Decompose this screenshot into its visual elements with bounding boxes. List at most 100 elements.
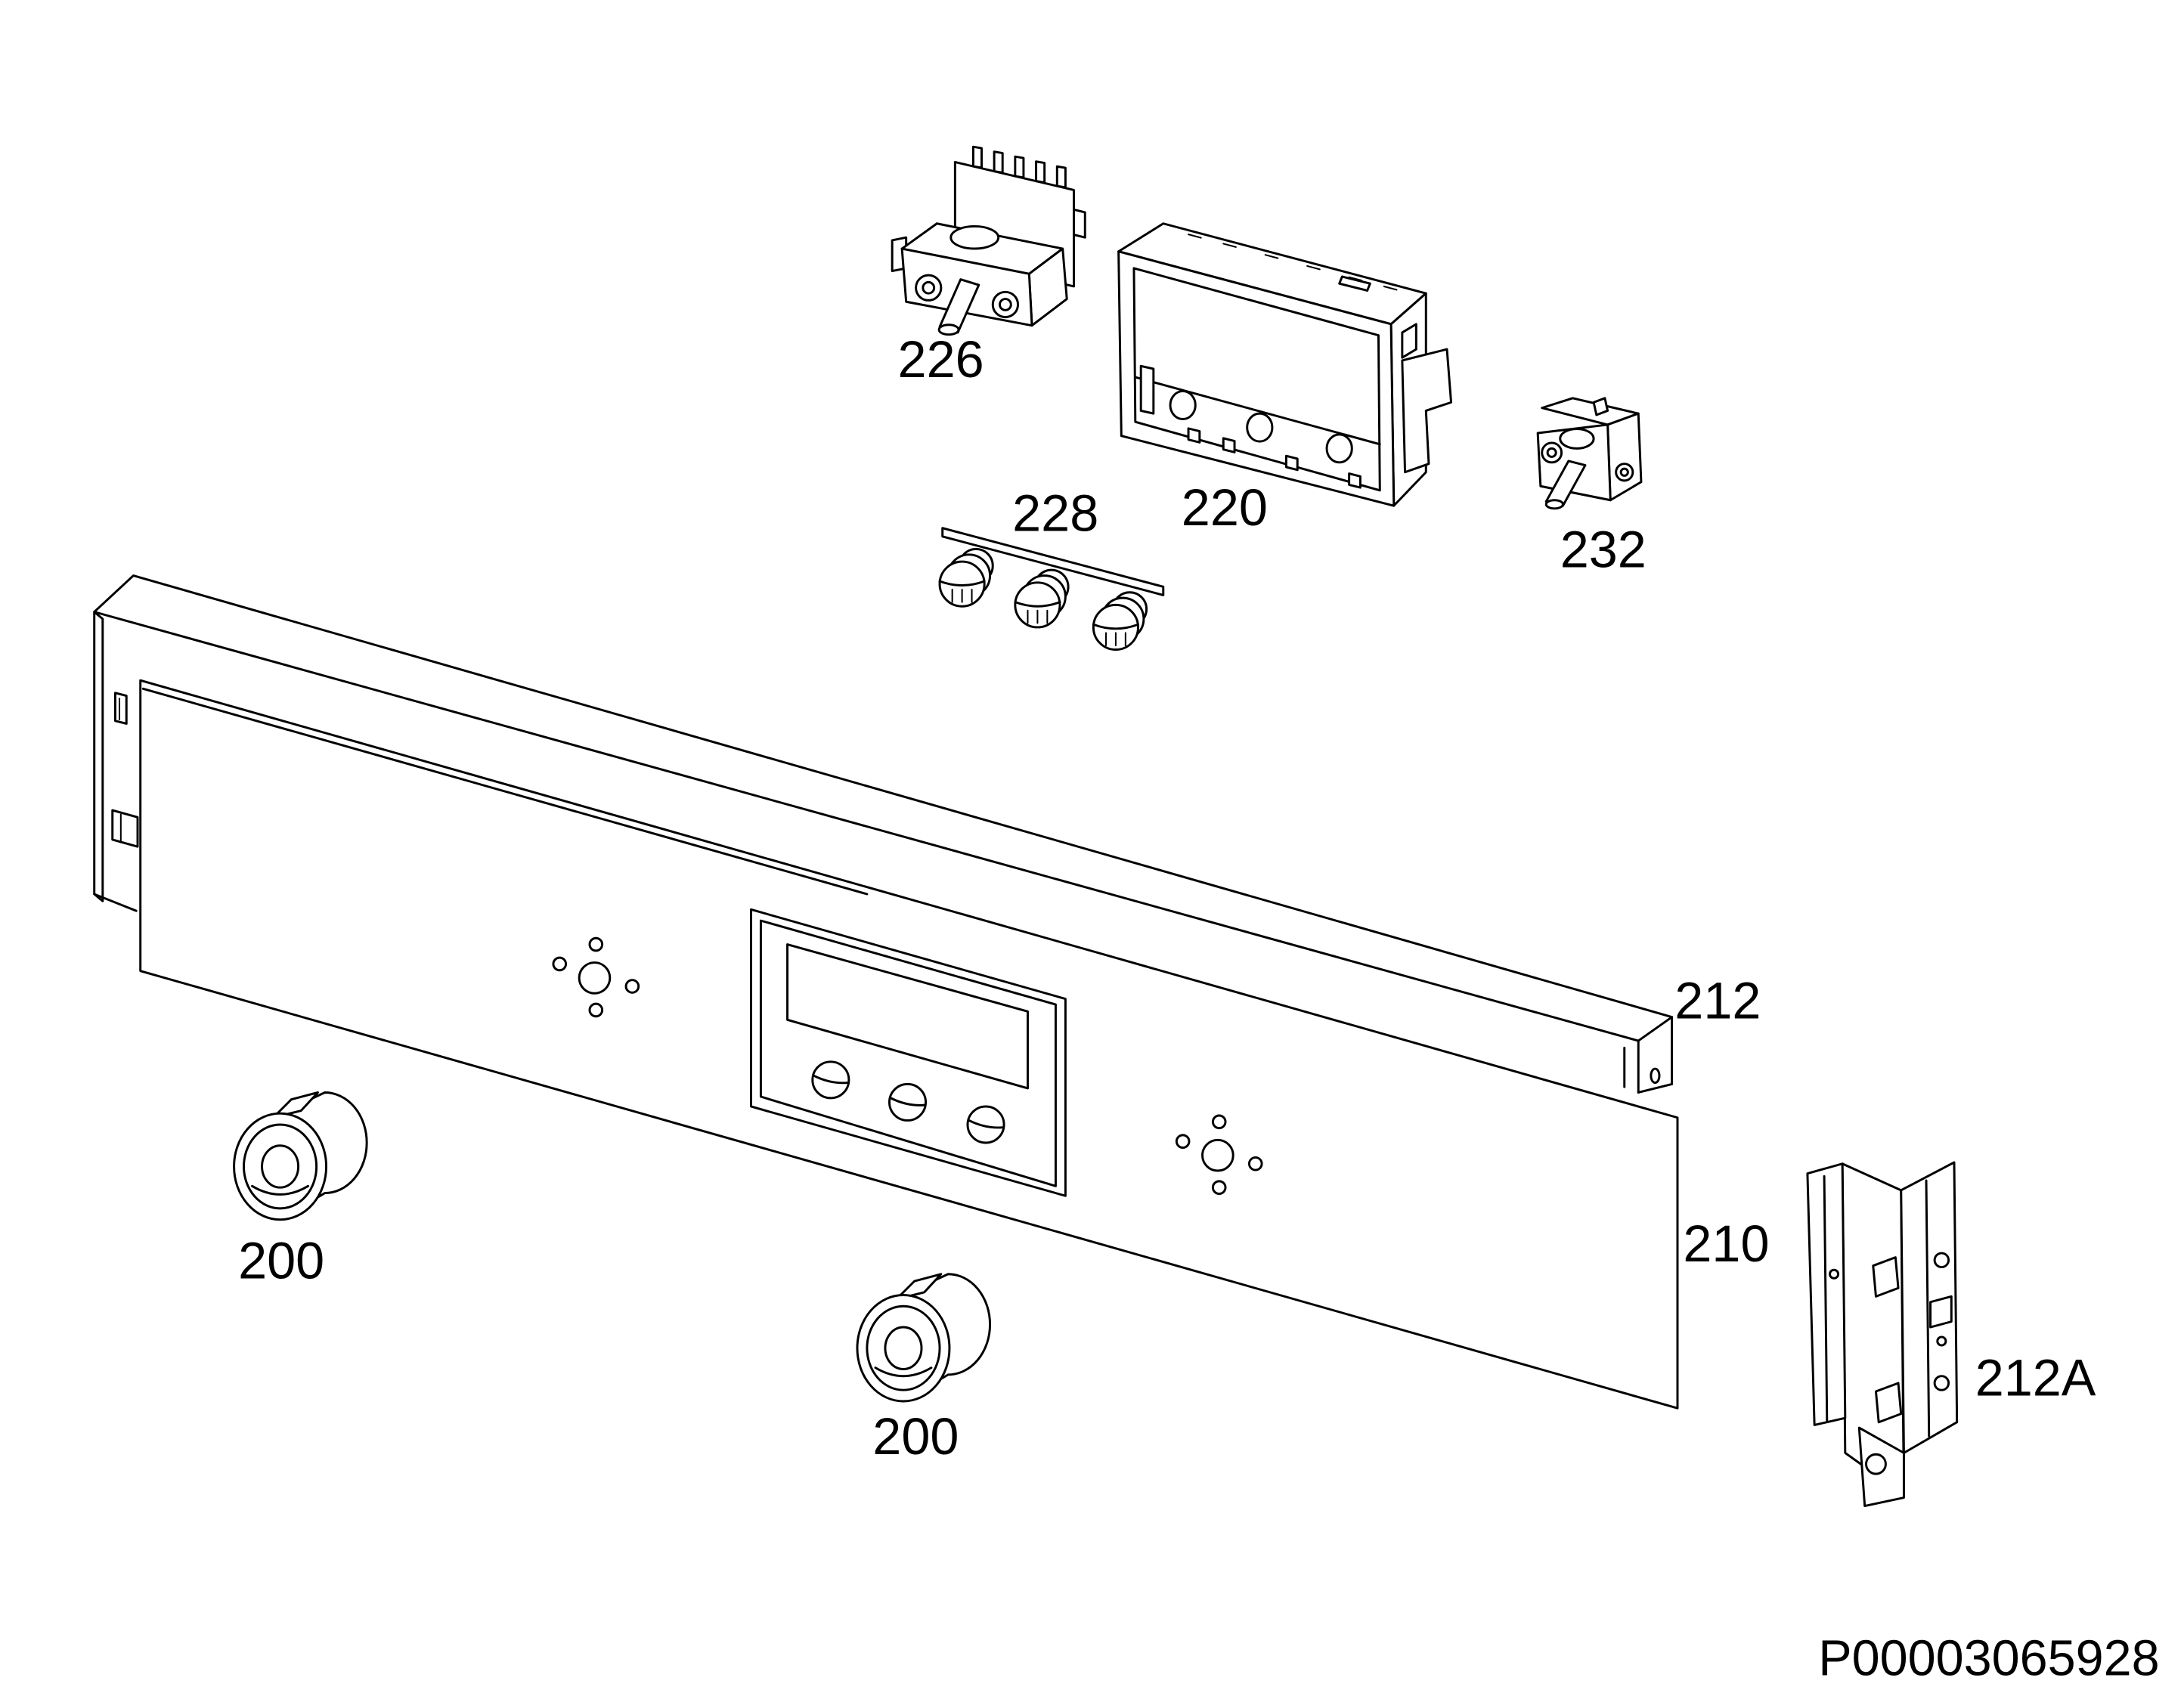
button-dome [1092, 603, 1139, 651]
trim-right-end-bottom [1637, 1082, 1674, 1094]
label-210: 210 [1683, 1215, 1769, 1273]
knob-shaft-hole [578, 961, 612, 995]
display-screen [786, 943, 1029, 1090]
document-code: P00003065928 [1818, 1630, 2159, 1686]
knob-200-center [856, 1273, 991, 1403]
knob-pin-hole [552, 956, 568, 972]
terminal-right-screw [1619, 467, 1629, 477]
housing-top-slot [1306, 265, 1321, 271]
button-dome-equator [1092, 623, 1139, 630]
display-button [966, 1105, 1005, 1144]
display-button [811, 1060, 850, 1100]
label-226: 226 [898, 331, 984, 388]
trim-left-end [93, 611, 104, 902]
bracket-hook-lower [1874, 1382, 1903, 1424]
housing-button-hole [1169, 390, 1197, 421]
bracket-left-hole [1828, 1268, 1840, 1280]
housing-button-hole [1246, 412, 1274, 443]
housing-bottom-tab [1284, 454, 1299, 472]
switch-shaft-end [1544, 499, 1564, 510]
bracket-square-hole [1929, 1295, 1953, 1329]
part-labels: 226 228 220 232 212 210 200 200 212A P00… [238, 331, 2160, 1686]
knob-face-shade [251, 1184, 310, 1196]
button-dome [1014, 581, 1061, 629]
housing-inner-slot [1139, 364, 1155, 415]
knob-hole-patterns [552, 936, 1263, 1195]
bracket-channel-fold [1925, 1179, 1931, 1438]
housing-top-slot [1264, 254, 1279, 259]
display-button-mark [813, 1074, 849, 1085]
trim-strip-212 [93, 574, 1674, 1094]
bracket-bottom-hole [1865, 1453, 1887, 1475]
knob-pointer-tab [271, 1091, 319, 1119]
pcb-pin [993, 150, 1004, 174]
housing-side-bracket [1401, 348, 1453, 474]
knob-pin-hole [1175, 1134, 1191, 1149]
knob-200-left [233, 1091, 368, 1221]
housing-side-clip [1401, 323, 1417, 359]
pcb-side-tab [1072, 208, 1086, 239]
trim-slot-upper [113, 692, 128, 725]
knob-pin-hole [1211, 1114, 1227, 1130]
switch-shaft-end [937, 323, 960, 336]
knob-shaft-hole [1201, 1138, 1235, 1172]
housing-top-clip [1338, 275, 1371, 292]
bracket-small-hole [1936, 1335, 1947, 1347]
pcb-pin [1035, 160, 1046, 184]
display-button-mark [968, 1119, 1004, 1129]
switch-226 [891, 145, 1086, 336]
panel-top-bevel [141, 687, 869, 896]
label-200-center: 200 [872, 1408, 959, 1465]
knob-center-cap [884, 1326, 923, 1370]
label-200-left: 200 [238, 1232, 324, 1289]
button-strip [941, 527, 1165, 596]
knob-pin-hole [588, 936, 604, 952]
bracket-hole [1933, 1375, 1950, 1391]
switch-boss [1559, 427, 1595, 450]
housing-top-slot [1383, 285, 1398, 291]
label-220: 220 [1182, 479, 1268, 537]
knob-pin-hole [624, 979, 640, 994]
housing-bottom-tab [1222, 437, 1236, 453]
knob-pin-hole [588, 1002, 604, 1018]
pcb-pin [971, 145, 983, 169]
knob-face-shade [874, 1366, 933, 1378]
knob-pin-hole [1211, 1180, 1227, 1195]
trim-left-bottom-edge [93, 893, 138, 912]
housing-top-slot [1188, 234, 1202, 239]
knob-pin-hole [1247, 1156, 1263, 1171]
bracket-hole [1933, 1252, 1950, 1269]
display-button [888, 1082, 928, 1122]
knob-pointer-tab [895, 1273, 943, 1301]
housing-inner-ledge [1134, 376, 1381, 446]
terminal-left-screw [1546, 447, 1557, 458]
label-212: 212 [1674, 973, 1761, 1030]
switch-boss [949, 224, 1000, 250]
knob-center-cap [261, 1144, 300, 1189]
bracket-hook-upper [1872, 1256, 1900, 1298]
trim-slot-lower [111, 809, 139, 848]
pcb-pin [1055, 165, 1067, 189]
display-button-mark [889, 1097, 926, 1106]
button-dome-equator [1014, 601, 1061, 608]
switch-mount-tab [1592, 397, 1609, 416]
housing-bottom-tab [1187, 427, 1201, 444]
pcb-pin [1014, 155, 1025, 179]
label-232: 232 [1560, 521, 1647, 578]
terminal-left-screw [922, 280, 936, 295]
terminal-right-screw [999, 298, 1012, 311]
switch-232 [1536, 397, 1643, 510]
label-212a: 212A [1975, 1350, 2096, 1407]
button-dome-equator [938, 580, 986, 586]
bracket-212a [1806, 1161, 1959, 1508]
bracket-left-flange-fold [1823, 1175, 1829, 1422]
housing-bottom-tab [1348, 472, 1362, 489]
display-housing-220 [1117, 222, 1453, 507]
button-dome [938, 560, 986, 608]
push-buttons-228 [938, 527, 1165, 651]
display-window [750, 908, 1067, 1197]
housing-top-slot [1222, 243, 1237, 248]
label-228: 228 [1012, 484, 1098, 542]
